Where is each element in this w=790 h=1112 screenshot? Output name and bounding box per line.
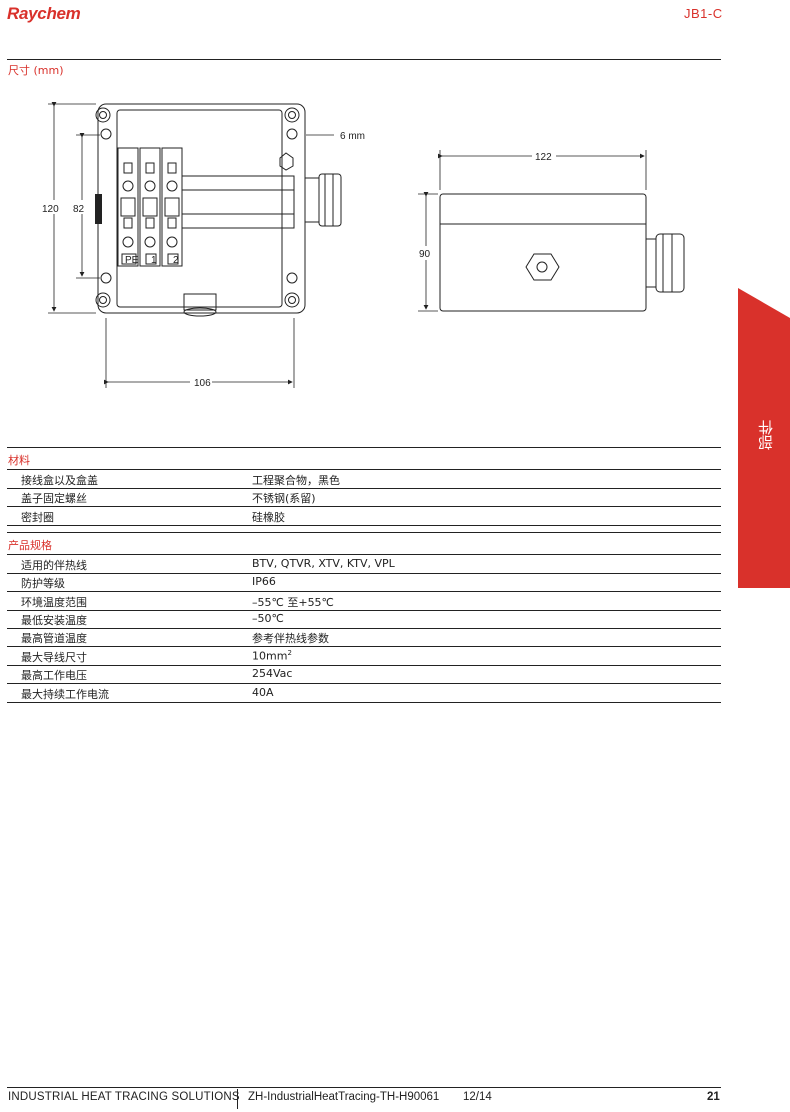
row-key: 密封圈 (21, 511, 54, 524)
footer-divider (7, 1087, 721, 1088)
row-key: 最大持续工作电流 (21, 688, 109, 701)
brand-logo: Raychem (7, 4, 81, 23)
specs-title: 产品规格 (8, 539, 52, 552)
side-view (439, 193, 685, 312)
table-row: 适用的伴热线 BTV, QTVR, XTV, KTV, VPL (7, 554, 721, 574)
specs-top-rule (7, 532, 721, 533)
dimensions-title: 尺寸 (mm) (8, 64, 64, 77)
row-value: 10mm2 (252, 649, 292, 663)
row-key: 防护等级 (21, 577, 65, 590)
dim-height-side: 90 (419, 249, 431, 260)
header-divider (7, 59, 721, 60)
page-number: 21 (707, 1091, 720, 1103)
row-value: 40A (252, 686, 274, 699)
footer-separator (237, 1089, 238, 1109)
table-row: 最大导线尺寸 10mm2 (7, 647, 721, 666)
wire-size-value: 10mm (252, 649, 288, 663)
table-row: 防护等级 IP66 (7, 573, 721, 592)
row-key: 环境温度范围 (21, 596, 87, 609)
wire-size-superscript: 2 (287, 649, 292, 657)
row-key: 盖子固定螺丝 (21, 492, 87, 505)
row-key: 接线盒以及盒盖 (21, 474, 98, 487)
table-row: 最高工作电压 254Vac (7, 665, 721, 684)
document-code: JB1-C (684, 6, 723, 21)
dim-width-front: 106 (194, 378, 211, 389)
section-side-tab (738, 288, 790, 588)
row-value: 工程聚合物，黑色 (252, 474, 340, 487)
table-row: 环境温度范围 –55℃ 至+55℃ (7, 592, 721, 611)
dim-height-outer: 120 (42, 204, 59, 215)
row-value: 254Vac (252, 667, 293, 680)
terminal-label-pe: PE (125, 255, 139, 266)
footer-date: 12/14 (463, 1091, 492, 1103)
side-tab-label: 部件 (757, 420, 775, 450)
row-value: 参考伴热线参数 (252, 632, 329, 645)
table-row: 最大持续工作电流 40A (7, 684, 721, 703)
row-value: –50℃ (252, 612, 284, 625)
table-row: 密封圈 硅橡胶 (7, 507, 721, 526)
footer-doc-ref: ZH-IndustrialHeatTracing-TH-H90061 (248, 1091, 440, 1103)
row-key: 最高工作电压 (21, 669, 87, 682)
terminal-label-2: 2 (173, 255, 179, 266)
row-key: 最高管道温度 (21, 632, 87, 645)
materials-title: 材料 (8, 454, 30, 467)
dim-length-side: 122 (535, 152, 552, 163)
dim-height-inner: 82 (73, 204, 85, 215)
dimension-drawing: PE 1 2 120 82 106 6 mm 122 (42, 102, 685, 389)
table-row: 最高管道温度 参考伴热线参数 (7, 628, 721, 647)
row-value: 硅橡胶 (252, 511, 285, 524)
row-value: BTV, QTVR, XTV, KTV, VPL (252, 557, 395, 570)
row-key: 最低安装温度 (21, 614, 87, 627)
dim-gap: 6 mm (340, 131, 365, 142)
terminal-label-1: 1 (151, 255, 157, 266)
row-value: 不锈钢(系留) (252, 492, 316, 505)
table-row: 盖子固定螺丝 不锈钢(系留) (7, 488, 721, 507)
materials-top-rule (7, 447, 721, 448)
row-value: –55℃ 至+55℃ (252, 596, 334, 609)
row-key: 最大导线尺寸 (21, 651, 87, 664)
table-row: 最低安装温度 –50℃ (7, 610, 721, 629)
footer-series-title: INDUSTRIAL HEAT TRACING SOLUTIONS (8, 1091, 240, 1103)
row-value: IP66 (252, 575, 276, 588)
side-clip-mark (95, 194, 102, 224)
table-row: 接线盒以及盒盖 工程聚合物，黑色 (7, 469, 721, 489)
front-view (95, 103, 342, 317)
row-key: 适用的伴热线 (21, 559, 87, 572)
